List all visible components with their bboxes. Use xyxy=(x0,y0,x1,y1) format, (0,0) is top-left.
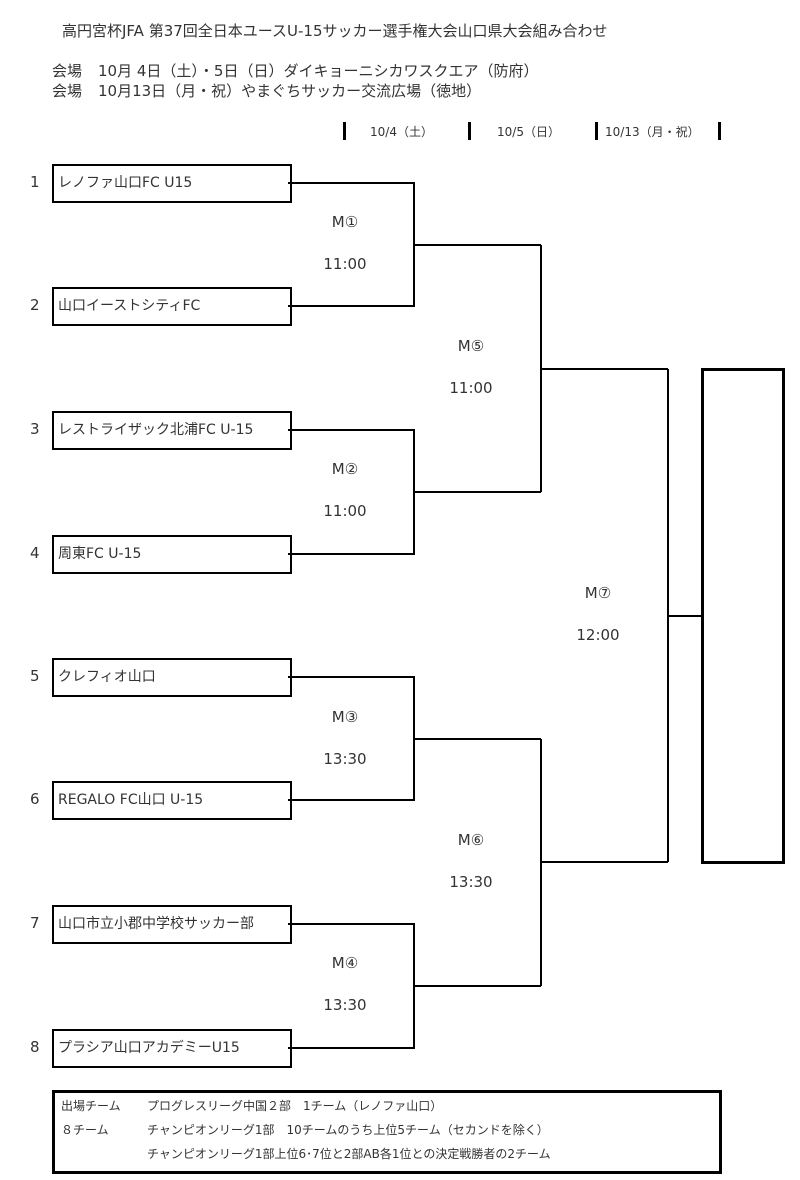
notes-row: ８チーム チャンピオンリーグ1部 10チームのうち上位5チーム（セカンドを除く） xyxy=(61,1121,549,1138)
seed-number: 4 xyxy=(30,544,40,562)
venue-line-1: 会場 10月 4日（土）・5日（日）ダイキョーニシカワスクエア（防府） xyxy=(52,60,538,81)
winner-box xyxy=(701,368,785,864)
team-box: プラシア山口アカデミーU15 xyxy=(52,1029,292,1068)
connector-m3 xyxy=(288,676,415,801)
day-separator xyxy=(468,122,471,140)
day-separator xyxy=(595,122,598,140)
match-time: 12:00 xyxy=(576,626,620,644)
connector-m2 xyxy=(288,429,415,555)
notes-text: プログレスリーグ中国２部 1チーム（レノファ山口） xyxy=(147,1099,443,1113)
day-label-1: 10/4（土） xyxy=(370,125,433,139)
seed-number: 5 xyxy=(30,667,40,685)
team-box: 周東FC U-15 xyxy=(52,535,292,574)
match-time: 13:30 xyxy=(323,750,367,768)
notes-row: チャンピオンリーグ1部上位6･7位と2部AB各1位との決定戦勝者の2チーム xyxy=(61,1145,551,1162)
seed-number: 8 xyxy=(30,1038,40,1056)
notes-text: チャンピオンリーグ1部 10チームのうち上位5チーム（セカンドを除く） xyxy=(147,1123,549,1137)
seed-number: 2 xyxy=(30,296,40,314)
seed-number: 6 xyxy=(30,790,40,808)
match-id: M⑦ xyxy=(584,584,612,602)
team-box: クレフィオ山口 xyxy=(52,658,292,697)
match-time: 11:00 xyxy=(449,379,493,397)
venue-text: 10月13日（月・祝）やまぐちサッカー交流広場（徳地） xyxy=(98,82,482,100)
notes-key: 出場チーム xyxy=(61,1099,121,1113)
match-time: 11:00 xyxy=(323,502,367,520)
match-time: 11:00 xyxy=(323,255,367,273)
match-id: M③ xyxy=(331,708,359,726)
match-time: 13:30 xyxy=(323,996,367,1014)
day-label-2: 10/5（日） xyxy=(497,125,560,139)
page-title: 高円宮杯JFA 第37回全日本ユースU-15サッカー選手権大会山口県大会組み合わ… xyxy=(62,22,608,40)
match-id: M① xyxy=(331,213,359,231)
venue-label: 会場 xyxy=(52,62,83,80)
team-box: 山口市立小郡中学校サッカー部 xyxy=(52,905,292,944)
seed-number: 1 xyxy=(30,173,40,191)
day-label-3: 10/13（月・祝） xyxy=(605,125,700,139)
seed-number: 3 xyxy=(30,420,40,438)
day-separator xyxy=(718,122,721,140)
team-box: 山口イーストシティFC xyxy=(52,287,292,326)
notes-box: 出場チームプログレスリーグ中国２部 1チーム（レノファ山口） ８チームチャンピオ… xyxy=(52,1090,722,1174)
match-id: M⑥ xyxy=(457,831,485,849)
match-id: M⑤ xyxy=(457,337,485,355)
notes-key: ８チーム xyxy=(61,1123,109,1137)
match-time: 13:30 xyxy=(449,873,493,891)
venue-label: 会場 xyxy=(52,82,83,100)
match-id: M④ xyxy=(331,954,359,972)
match-id: M② xyxy=(331,460,359,478)
connector-m1 xyxy=(288,182,415,307)
team-box: レストライザック北浦FC U-15 xyxy=(52,411,292,450)
team-box: レノファ山口FC U15 xyxy=(52,164,292,203)
day-separator xyxy=(343,122,346,140)
seed-number: 7 xyxy=(30,914,40,932)
notes-text: チャンピオンリーグ1部上位6･7位と2部AB各1位との決定戦勝者の2チーム xyxy=(147,1147,551,1161)
notes-row: 出場チーム プログレスリーグ中国２部 1チーム（レノファ山口） xyxy=(61,1097,442,1114)
connector-m4 xyxy=(288,923,415,1049)
team-box: REGALO FC山口 U-15 xyxy=(52,781,292,820)
venue-line-2: 会場 10月13日（月・祝）やまぐちサッカー交流広場（徳地） xyxy=(52,80,481,101)
venue-text: 10月 4日（土）・5日（日）ダイキョーニシカワスクエア（防府） xyxy=(98,62,539,80)
